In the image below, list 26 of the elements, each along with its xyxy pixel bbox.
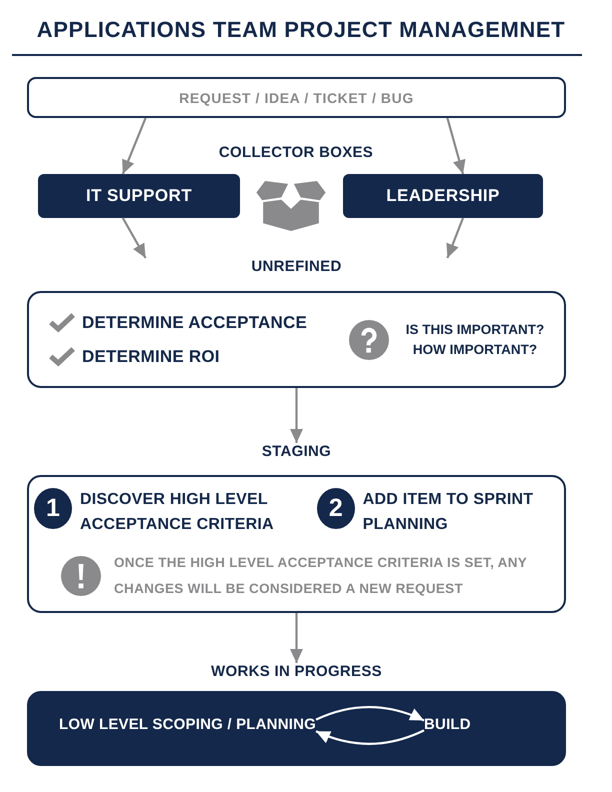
arrow	[122, 217, 147, 259]
step-text: ADD ITEM TO SPRINT PLANNING	[362, 490, 534, 535]
note-text: ONCE THE HIGH LEVEL ACCEPTANCE CRITERIA IS SET, ANY CHANGES WILL BE CONSIDERED A NEW REQUEST	[114, 554, 528, 598]
arrow	[290, 613, 303, 663]
arrow	[446, 218, 464, 258]
question-text: IS THIS IMPORTANT? HOW IMPORTANT?	[404, 320, 546, 358]
stage-heading: STAGING	[262, 443, 332, 461]
arrow	[122, 118, 147, 174]
checklist-item: DETERMINE ROI	[82, 346, 220, 368]
arrow	[446, 118, 466, 174]
diagram-title: APPLICATIONS TEAM PROJECT MANAGEMNET	[36, 17, 566, 43]
collector-box: IT SUPPORT	[38, 174, 240, 218]
intake-box: REQUEST / IDEA / TICKET / BUG	[27, 77, 566, 118]
collector-box: LEADERSHIP	[343, 174, 543, 218]
step-text: DISCOVER HIGH LEVEL ACCEPTANCE CRITERIA	[80, 490, 275, 535]
cycle-arrow	[316, 706, 424, 722]
stage-heading: UNREFINED	[251, 258, 342, 276]
step-number: 2	[316, 488, 355, 529]
process-label: BUILD	[424, 716, 471, 734]
cycle-arrow	[316, 729, 424, 745]
process-label: LOW LEVEL SCOPING / PLANNING	[59, 716, 316, 734]
step-number: 1	[34, 488, 72, 529]
section-heading: COLLECTOR BOXES	[218, 144, 374, 162]
arrow	[290, 388, 303, 443]
stage-heading: WORKS IN PROGRESS	[211, 663, 382, 681]
checklist-item: DETERMINE ACCEPTANCE	[82, 312, 308, 334]
